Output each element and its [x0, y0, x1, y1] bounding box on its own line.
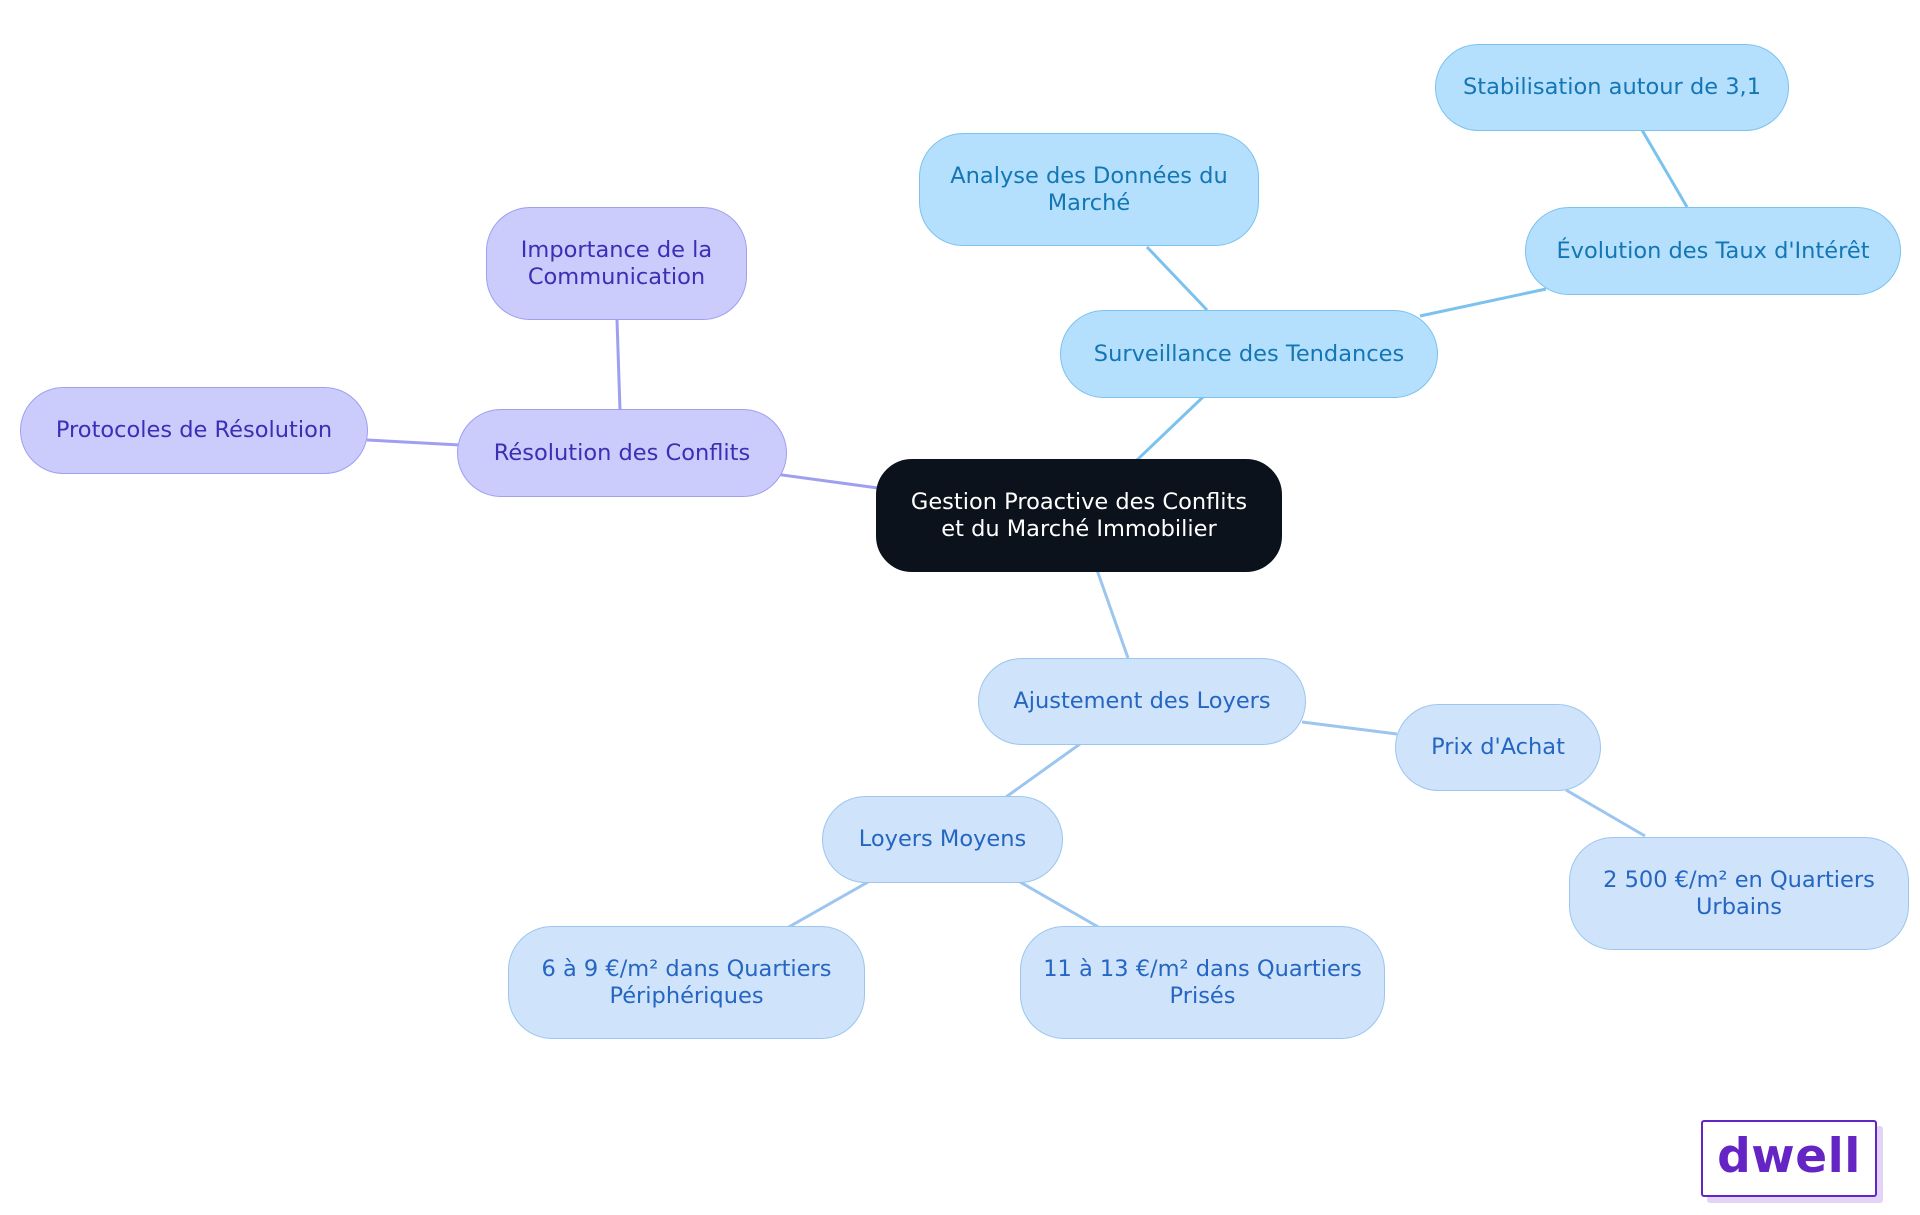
edge-ajustement-prix — [1301, 720, 1398, 736]
node-analyse-donnees-marche[interactable]: Analyse des Données du Marché — [919, 133, 1259, 246]
edge-resolution-protocoles — [366, 438, 461, 447]
edge-prix-urbains — [1565, 788, 1646, 838]
edge-surveillance-taux — [1419, 287, 1547, 318]
node-prix-urbains[interactable]: 2 500 €/m² en Quartiers Urbains — [1569, 837, 1909, 950]
edge-root-surveillance — [1135, 395, 1205, 462]
node-resolution-des-conflits[interactable]: Résolution des Conflits — [457, 409, 787, 497]
node-loyers-peripheriques[interactable]: 6 à 9 €/m² dans Quartiers Périphériques — [508, 926, 865, 1039]
node-protocoles-resolution[interactable]: Protocoles de Résolution — [20, 387, 368, 474]
node-surveillance-tendances[interactable]: Surveillance des Tendances — [1060, 310, 1438, 398]
node-loyers-prises[interactable]: 11 à 13 €/m² dans Quartiers Prisés — [1020, 926, 1385, 1039]
node-loyers-moyens[interactable]: Loyers Moyens — [822, 796, 1063, 883]
edge-root-ajustement — [1095, 569, 1130, 659]
node-ajustement-loyers[interactable]: Ajustement des Loyers — [978, 658, 1306, 745]
dwell-logo: dwell — [1701, 1120, 1877, 1197]
edge-surveillance-analyse — [1145, 245, 1209, 312]
root-node[interactable]: Gestion Proactive des Conflits et du Mar… — [876, 459, 1282, 572]
edge-taux-stabilisation — [1640, 129, 1689, 208]
edge-loyers-peripheriques — [786, 880, 869, 930]
edge-ajustement-loyers — [1005, 742, 1081, 799]
node-stabilisation-taux[interactable]: Stabilisation autour de 3,1 — [1435, 44, 1789, 131]
edge-resolution-communication — [615, 319, 622, 411]
node-prix-achat[interactable]: Prix d'Achat — [1395, 704, 1601, 791]
node-evolution-taux-interet[interactable]: Évolution des Taux d'Intérêt — [1525, 207, 1901, 295]
edge-loyers-prises — [1019, 880, 1101, 930]
dwell-logo-text: dwell — [1717, 1129, 1861, 1184]
node-importance-communication[interactable]: Importance de la Communication — [486, 207, 747, 320]
